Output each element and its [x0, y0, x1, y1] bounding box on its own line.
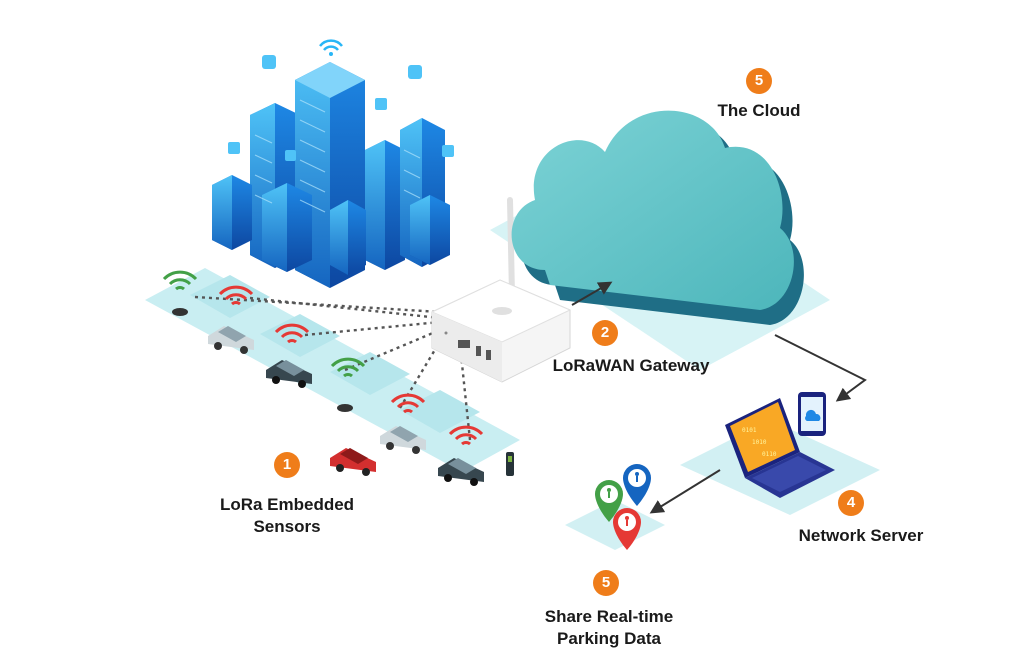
- share-step-title: Share Real-time Parking Data: [526, 606, 692, 650]
- flow-arrows: [571, 281, 867, 514]
- share-step-badge: 5: [593, 570, 619, 596]
- share-step-title-line1: Share Real-time: [544, 607, 674, 626]
- share-step-title-line2: Parking Data: [557, 629, 661, 648]
- sensors-step-title: LoRa Embedded Sensors: [206, 494, 368, 538]
- sensors-step-title-line2: Sensors: [253, 517, 321, 536]
- sensors-step-badge: 1: [274, 452, 300, 478]
- svg-text:0101: 0101: [742, 427, 757, 434]
- gateway-step-title: LoRaWAN Gateway: [552, 356, 710, 375]
- laptop-icon: 0101 1010 0110: [725, 398, 835, 498]
- cloud-icon: [511, 110, 804, 325]
- phone-icon: [798, 392, 826, 436]
- server-step-title: Network Server: [798, 526, 924, 545]
- smart-city-buildings-icon: [212, 39, 454, 288]
- svg-text:0110: 0110: [762, 451, 777, 458]
- cloud-step-badge: 5: [746, 68, 772, 94]
- sensors-step-title-line1: LoRa Embedded: [219, 495, 355, 514]
- cloud-step-title: The Cloud: [717, 101, 801, 120]
- server-step-badge: 4: [838, 490, 864, 516]
- parking-sensor-pucks: [172, 308, 353, 412]
- lorawan-gateway-device-icon: [430, 197, 572, 383]
- gateway-step-badge: 2: [592, 320, 618, 346]
- location-pin-icon: [595, 464, 651, 550]
- svg-text:1010: 1010: [752, 439, 767, 446]
- wifi-signal-icon: [162, 270, 484, 446]
- car-icon: [208, 326, 514, 486]
